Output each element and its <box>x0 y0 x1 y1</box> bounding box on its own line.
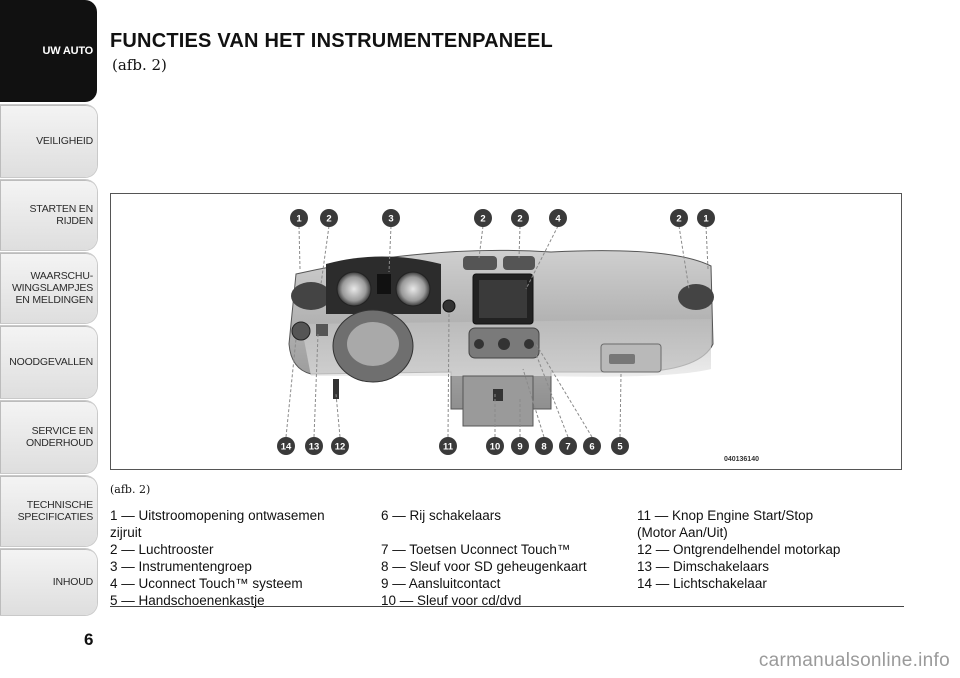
tab-technische-specificaties[interactable]: TECHNISCHE SPECIFICATIES <box>0 476 97 546</box>
callout-bottom-10: 10 <box>486 437 504 455</box>
svg-text:3: 3 <box>388 214 393 225</box>
vent-center-left <box>463 256 497 270</box>
legend-item: 6 — Rij schakelaars <box>381 508 502 523</box>
svg-text:1: 1 <box>296 214 302 225</box>
callout-bottom-8: 8 <box>535 437 553 455</box>
gauge-right <box>395 271 431 307</box>
figure-caption: (afb. 2) <box>110 483 151 496</box>
legend-item: 14 — Lichtschakelaar <box>637 576 767 591</box>
svg-text:6: 6 <box>589 442 594 453</box>
callout-top-5: 2 <box>511 209 529 227</box>
legend-item: 13 — Dimschakelaars <box>637 559 770 574</box>
tab-inhoud[interactable]: INHOUD <box>0 549 97 615</box>
legend-item: zijruit <box>110 525 142 540</box>
legend-item: 11 — Knop Engine Start/Stop <box>637 508 814 523</box>
legend-item: 5 — Handschoenenkastje <box>110 593 265 608</box>
callout-top-7: 2 <box>670 209 688 227</box>
callout-top-1: 1 <box>290 209 308 227</box>
page-subtitle: (afb. 2) <box>112 56 167 74</box>
svg-text:12: 12 <box>335 442 346 453</box>
watermark: carmanualsonline.info <box>758 650 950 671</box>
svg-text:1: 1 <box>703 214 709 225</box>
tab-uw-auto[interactable]: UW AUTO <box>0 0 97 102</box>
callout-bottom-13: 13 <box>305 437 323 455</box>
legend-item: 8 — Sleuf voor SD geheugenkaart <box>381 559 587 574</box>
legend-item <box>381 524 587 541</box>
svg-text:10: 10 <box>490 442 501 453</box>
legend-item: 12 — Ontgrendelhendel motorkap <box>637 542 841 557</box>
callout-leaders <box>285 225 709 438</box>
hood-release <box>333 379 339 399</box>
tab-noodgevallen[interactable]: NOODGEVALLEN <box>0 326 97 398</box>
page-number: 6 <box>84 630 94 649</box>
vent-center-right <box>503 256 535 270</box>
figure-code: 040136140 <box>723 456 759 463</box>
legend-item: (Motor Aan/Uit) <box>637 525 728 540</box>
dashboard-illustration: 1 2 3 2 2 4 2 1 14 13 12 11 10 9 8 7 6 5 <box>277 209 715 455</box>
svg-text:2: 2 <box>676 214 681 225</box>
legend-item: 2 — Luchtrooster <box>110 542 214 557</box>
legend-column-3: 11 — Knop Engine Start/Stop (Motor Aan/U… <box>637 507 840 592</box>
svg-text:2: 2 <box>480 214 485 225</box>
svg-text:14: 14 <box>281 442 292 453</box>
svg-text:2: 2 <box>326 214 331 225</box>
callout-top-6: 4 <box>549 209 567 227</box>
tab-service-en-onderhoud[interactable]: SERVICE EN ONDERHOUD <box>0 401 97 473</box>
legend-item: 4 — Uconnect Touch™ systeem <box>110 576 303 591</box>
callout-bottom-9: 9 <box>511 437 529 455</box>
callout-bottom-12: 12 <box>331 437 349 455</box>
page-title: FUNCTIES VAN HET INSTRUMENTENPANEEL <box>110 30 553 52</box>
svg-text:4: 4 <box>555 214 561 225</box>
legend-item: 7 — Toetsen Uconnect Touch™ <box>381 542 571 557</box>
callout-bottom-6: 6 <box>583 437 601 455</box>
callout-top-3: 3 <box>382 209 400 227</box>
svg-text:5: 5 <box>617 442 623 453</box>
legend-item: 3 — Instrumentengroep <box>110 559 252 574</box>
callout-top-8: 1 <box>697 209 715 227</box>
vent-right <box>678 284 714 310</box>
legend-item: 1 — Uitstroomopening ontwasemen <box>110 508 325 523</box>
svg-text:2: 2 <box>517 214 522 225</box>
tab-veiligheid[interactable]: VEILIGHEID <box>0 105 97 177</box>
chapter-tabs: UW AUTO VEILIGHEID STARTEN EN RIJDEN WAA… <box>0 0 97 630</box>
svg-text:13: 13 <box>309 442 320 453</box>
callout-bottom-11: 11 <box>439 437 457 455</box>
section-divider <box>110 606 904 607</box>
svg-text:11: 11 <box>443 442 454 453</box>
callout-bottom-5: 5 <box>611 437 629 455</box>
light-switch <box>291 321 311 341</box>
callout-top-4: 2 <box>474 209 492 227</box>
svg-text:9: 9 <box>517 442 522 453</box>
svg-text:8: 8 <box>541 442 546 453</box>
legend-column-2: 6 — Rij schakelaars 7 — Toetsen Uconnect… <box>381 507 587 609</box>
tab-waarschuwingslampjes[interactable]: WAARSCHU-WINGSLAMPJES EN MELDINGEN <box>0 253 97 323</box>
legend-item: 9 — Aansluitcontact <box>381 576 501 591</box>
legend-item: 10 — Sleuf voor cd/dvd <box>381 593 522 608</box>
callout-bottom-7: 7 <box>559 437 577 455</box>
svg-text:7: 7 <box>565 442 570 453</box>
callout-top-2: 2 <box>320 209 338 227</box>
start-stop-button <box>442 299 456 313</box>
gauge-left <box>336 271 372 307</box>
vent-left <box>291 282 331 310</box>
legend-column-1: 1 — Uitstroomopening ontwasemen zijruit … <box>110 507 325 609</box>
tab-starten-en-rijden[interactable]: STARTEN EN RIJDEN <box>0 180 97 250</box>
callout-bottom-14: 14 <box>277 437 295 455</box>
dashboard-figure: 1 2 3 2 2 4 2 1 14 13 12 11 10 9 8 7 6 5… <box>110 193 902 470</box>
